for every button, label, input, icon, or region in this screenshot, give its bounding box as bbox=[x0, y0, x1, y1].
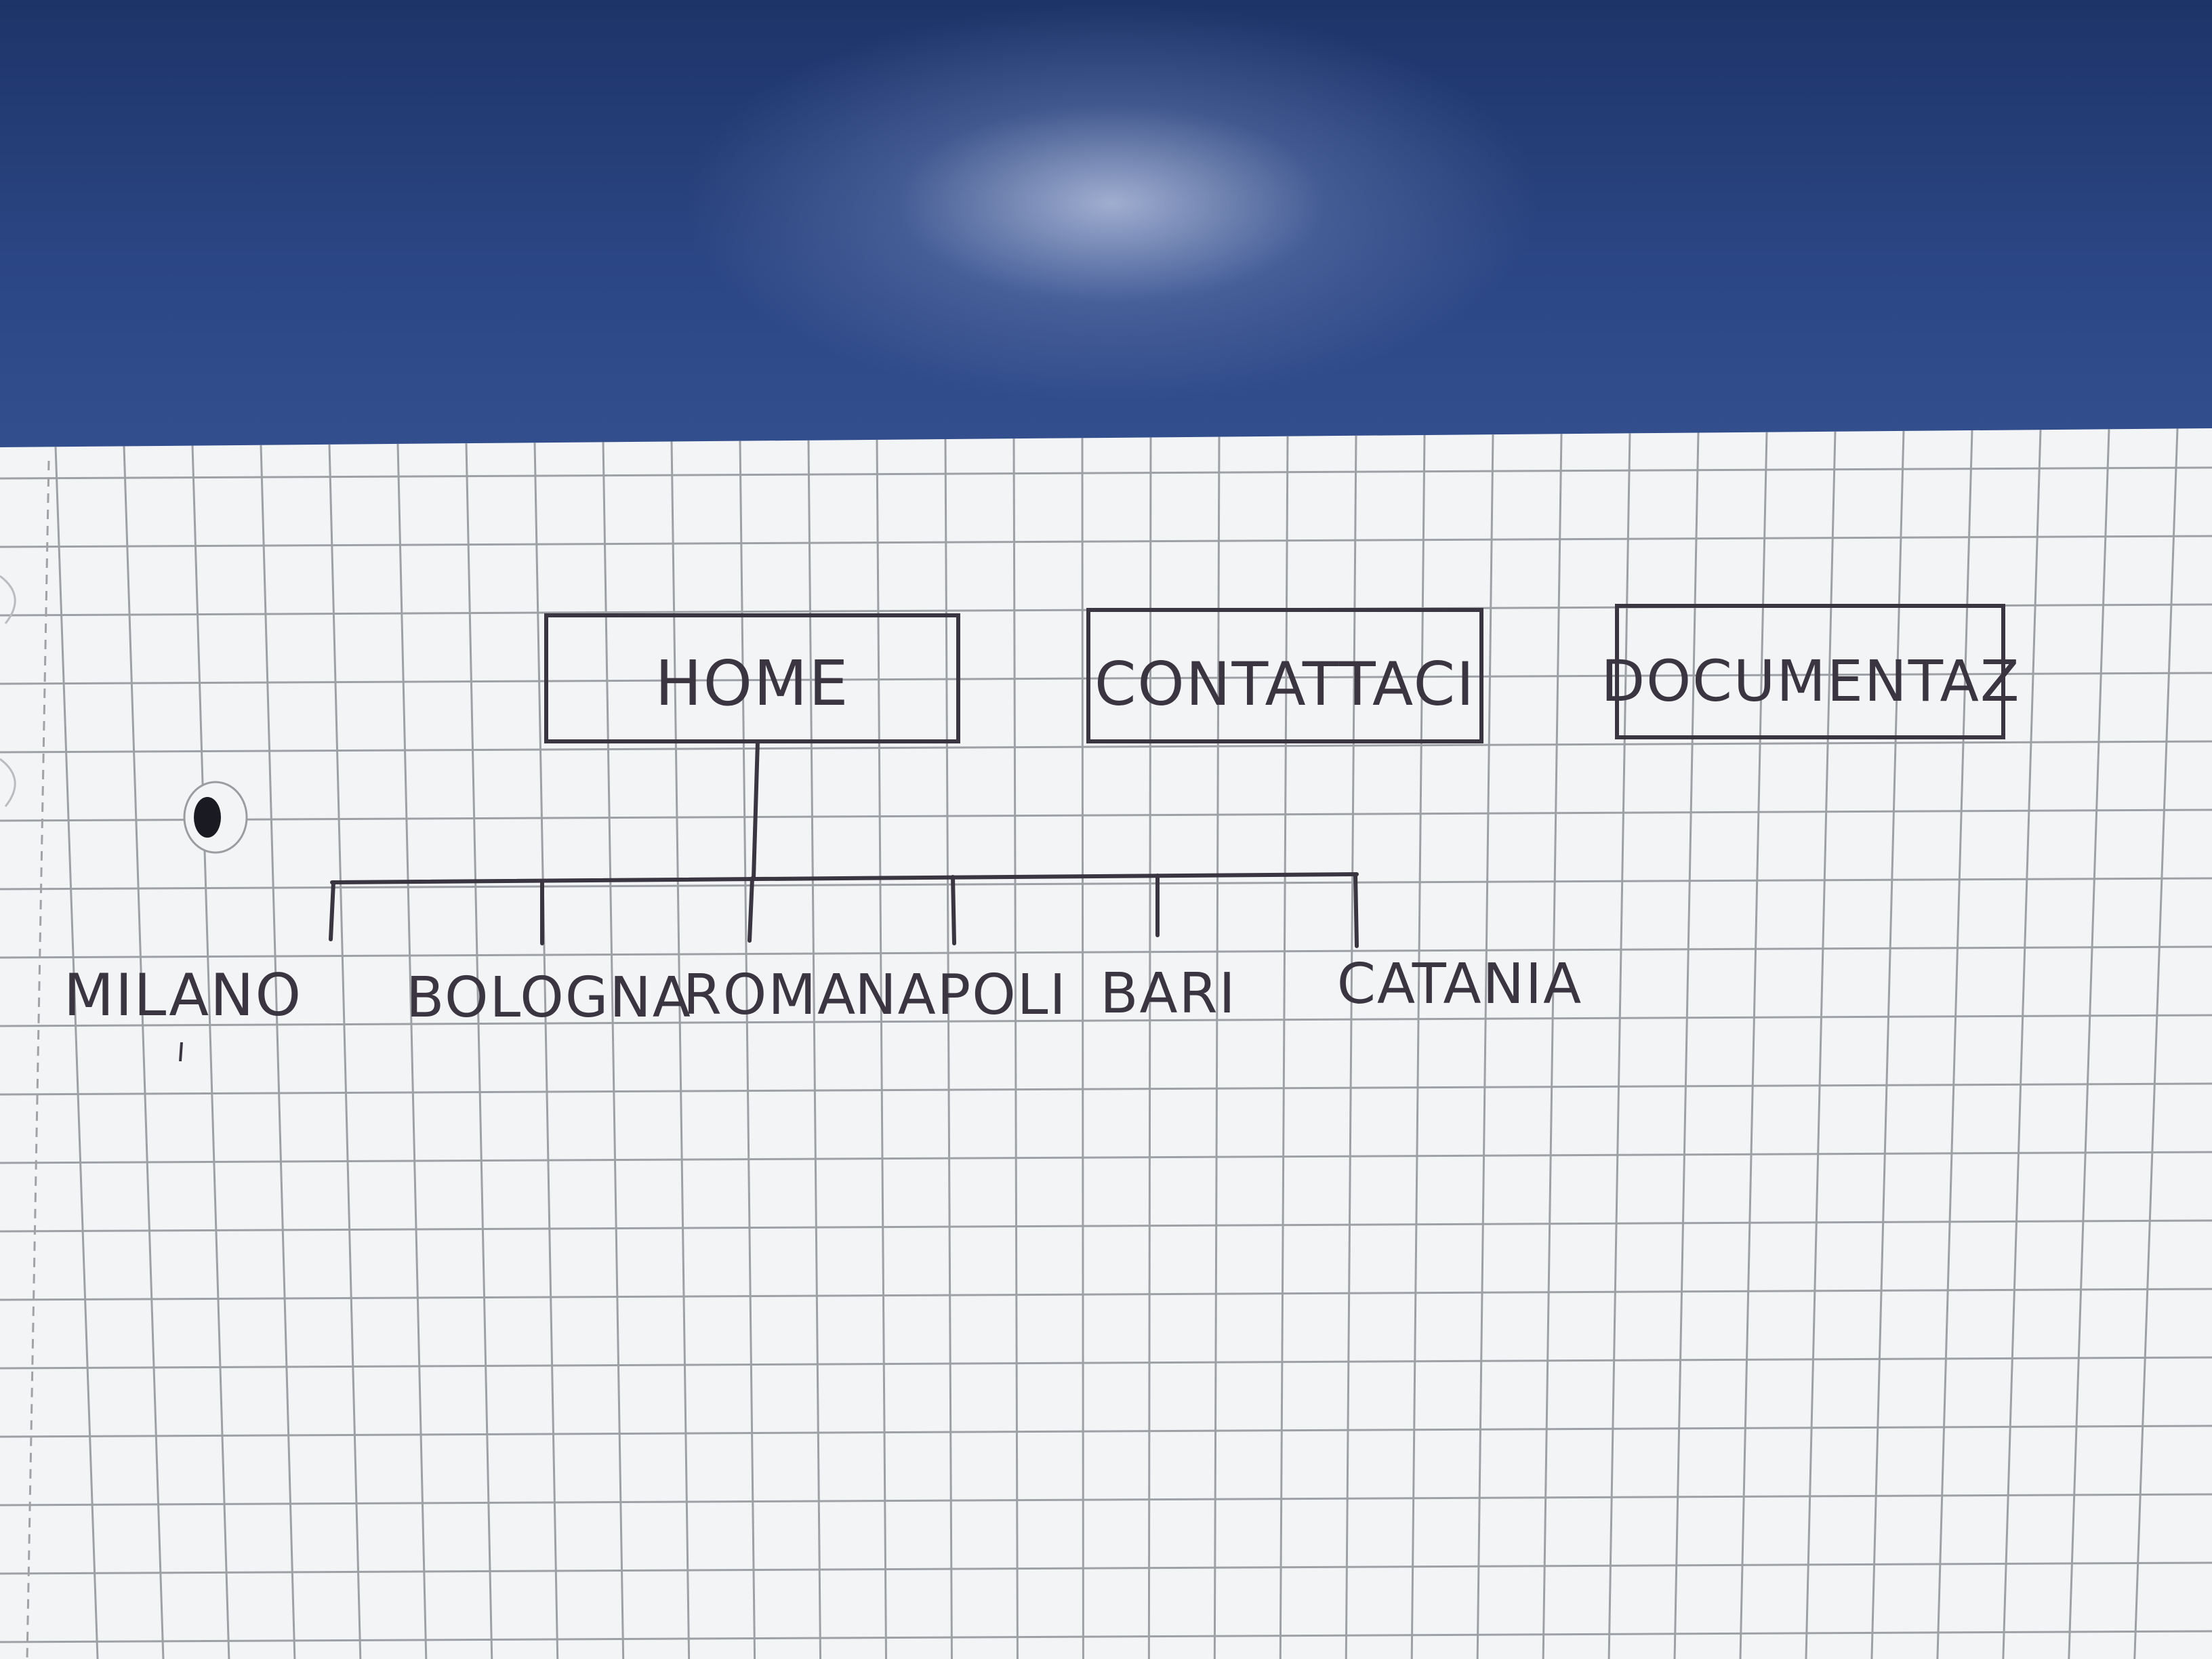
grid-line-horizontal bbox=[0, 535, 2212, 548]
grid-line-vertical bbox=[54, 447, 99, 1659]
grid-line-horizontal bbox=[0, 672, 2212, 685]
grid-line-horizontal bbox=[0, 740, 2212, 754]
grid-line-vertical bbox=[123, 446, 165, 1659]
blue-table-surface bbox=[0, 0, 2212, 474]
paper-grid bbox=[0, 428, 2212, 1659]
grid-line-vertical bbox=[876, 439, 888, 1659]
grid-line-vertical bbox=[1279, 436, 1289, 1659]
grid-line-vertical bbox=[396, 443, 428, 1659]
node-documentaz: DOCUMENTAZ bbox=[1601, 604, 2020, 739]
node-bari-label: BARI bbox=[1100, 962, 1237, 1026]
grid-line-vertical bbox=[465, 443, 493, 1659]
paper-margin-line bbox=[26, 460, 50, 1659]
grid-line-vertical bbox=[2133, 428, 2179, 1659]
grid-line-horizontal bbox=[0, 1493, 2212, 1507]
grid-line-vertical bbox=[807, 440, 822, 1659]
grid-line-vertical bbox=[1410, 434, 1426, 1659]
connector-drop-milano bbox=[329, 880, 335, 941]
punch-hole-shadow bbox=[194, 797, 221, 838]
grid-line-horizontal bbox=[0, 1219, 2212, 1233]
connector-drop-roma bbox=[747, 876, 754, 943]
grid-line-vertical bbox=[1936, 430, 1973, 1659]
grid-line-horizontal bbox=[0, 877, 2212, 890]
grid-line-vertical bbox=[2068, 429, 2110, 1659]
connector-drop-napoli bbox=[951, 875, 956, 945]
grid-line-vertical bbox=[328, 444, 362, 1659]
grid-line-vertical bbox=[1739, 432, 1768, 1659]
node-roma-label: ROMA bbox=[683, 963, 857, 1027]
grid-line-vertical bbox=[1870, 430, 1905, 1659]
grid-line-vertical bbox=[260, 445, 296, 1659]
node-napoli-label: NAPOLI bbox=[855, 963, 1067, 1027]
connector-horizontal-bar bbox=[330, 872, 1359, 884]
grid-line-vertical bbox=[1542, 434, 1563, 1659]
connector-home-down bbox=[752, 739, 760, 880]
grid-line-horizontal bbox=[0, 1630, 2212, 1643]
grid-line-horizontal bbox=[0, 1425, 2212, 1438]
grid-line-vertical bbox=[1081, 438, 1084, 1659]
grid-line-horizontal bbox=[0, 466, 2212, 480]
grid-line-vertical bbox=[533, 443, 559, 1659]
grid-line-vertical bbox=[1805, 431, 1837, 1659]
grid-line-vertical bbox=[944, 439, 953, 1659]
grid-line-vertical bbox=[2002, 430, 2042, 1659]
grid-line-vertical bbox=[1673, 432, 1700, 1659]
grid-line-horizontal bbox=[0, 1082, 2212, 1096]
grid-line-horizontal bbox=[0, 945, 2212, 959]
grid-line-vertical bbox=[670, 441, 691, 1659]
grid-line-horizontal bbox=[0, 1151, 2212, 1164]
grid-line-horizontal bbox=[0, 1561, 2212, 1575]
node-home-box bbox=[544, 613, 960, 743]
node-home-label: HOME bbox=[655, 647, 849, 720]
punch-hole-left-edge bbox=[0, 575, 16, 624]
node-documentaz-label: DOCUMENTAZ bbox=[1601, 648, 2020, 714]
node-contattaci-box bbox=[1086, 608, 1483, 743]
node-home: HOME bbox=[544, 613, 960, 743]
grid-line-vertical bbox=[1476, 434, 1494, 1659]
node-contattaci: CONTATTACI bbox=[1086, 608, 1483, 743]
grid-line-horizontal bbox=[0, 1288, 2212, 1301]
node-bologna-label: BOLOGNA bbox=[406, 966, 692, 1030]
grid-line-vertical bbox=[1607, 433, 1631, 1659]
node-documentaz-box bbox=[1615, 604, 2005, 739]
node-contattaci-label: CONTATTACI bbox=[1094, 649, 1475, 719]
punch-hole-left-edge-2 bbox=[0, 758, 16, 807]
grid-line-vertical bbox=[1345, 435, 1357, 1659]
child-labels: MILANO BOLOGNA ROMA NAPOLI BARI CATANIA bbox=[64, 952, 1582, 1030]
grid-line-horizontal bbox=[0, 808, 2212, 822]
grid-line-horizontal bbox=[0, 1356, 2212, 1370]
tree-connectors bbox=[329, 739, 1359, 948]
grid-line-vertical bbox=[1012, 438, 1019, 1659]
connector-drop-catania bbox=[1353, 872, 1359, 948]
grid-line-vertical bbox=[1147, 437, 1152, 1659]
stray-pen-mark bbox=[179, 1042, 183, 1062]
grid-line-vertical bbox=[191, 445, 230, 1659]
grid-line-vertical bbox=[739, 441, 756, 1659]
node-milano-label: MILANO bbox=[64, 962, 302, 1029]
grid-line-vertical bbox=[1213, 436, 1221, 1659]
grid-line-horizontal bbox=[0, 1014, 2212, 1027]
grid-line-vertical bbox=[602, 442, 625, 1659]
node-catania-label: CATANIA bbox=[1337, 952, 1582, 1017]
